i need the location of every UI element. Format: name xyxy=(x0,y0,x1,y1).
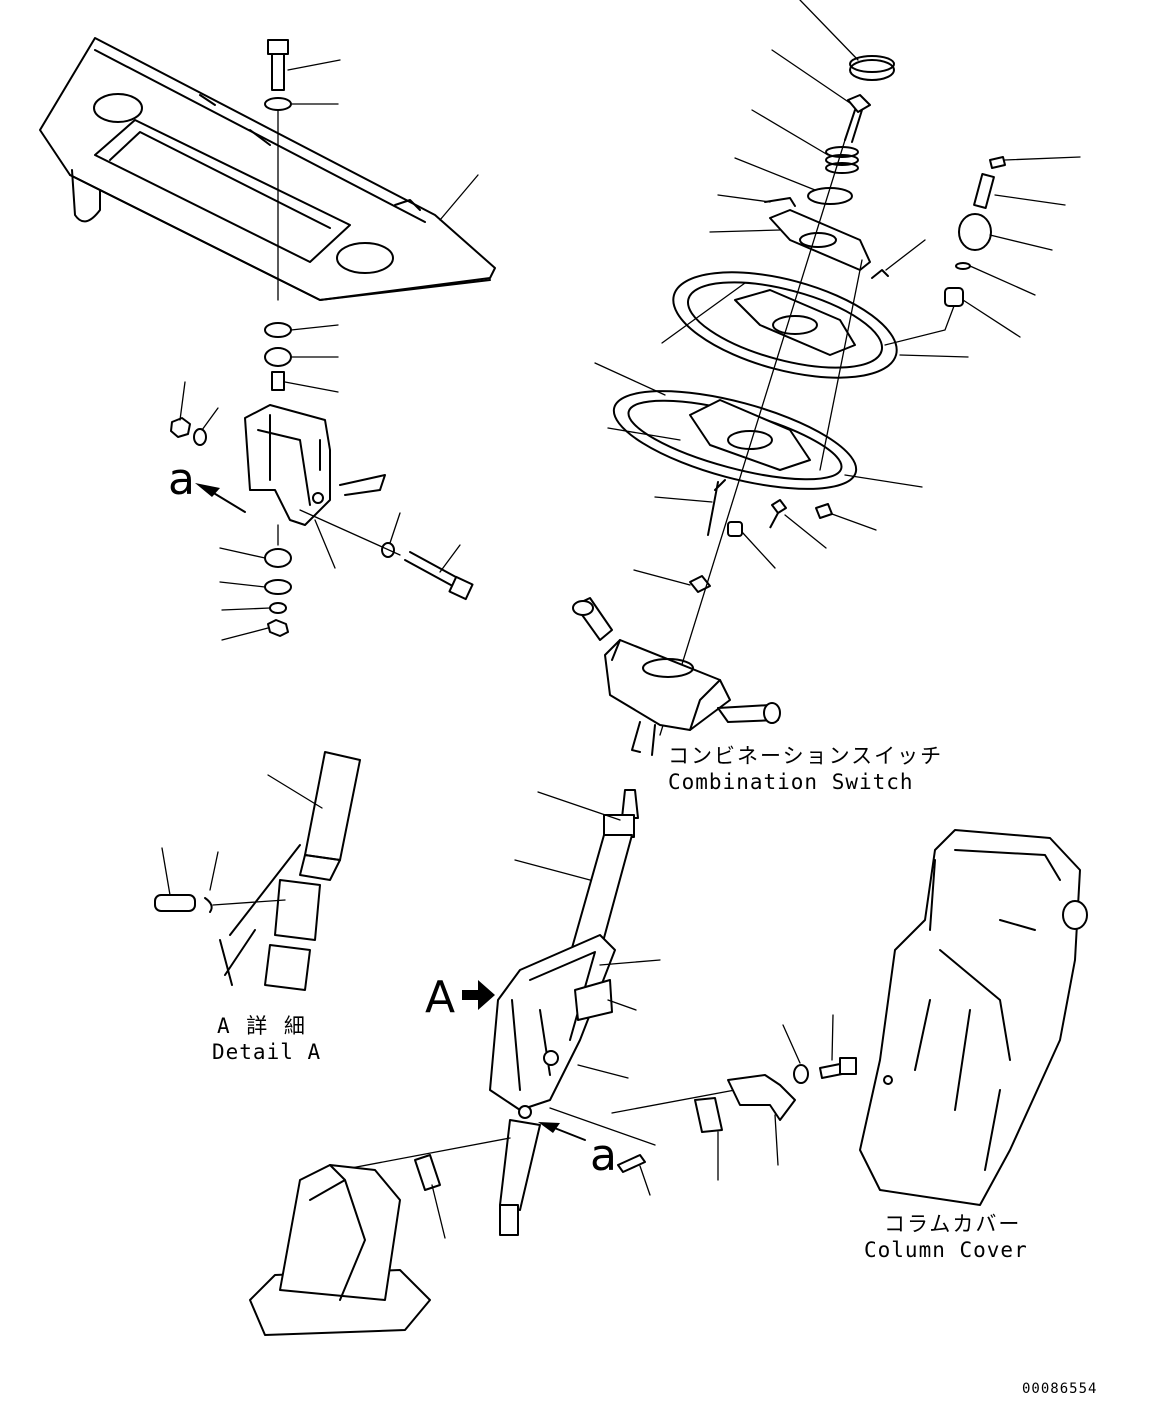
dash-panel-opening xyxy=(94,119,351,263)
nut-left xyxy=(170,417,191,438)
spinner-knob xyxy=(958,213,992,251)
column-clip-right xyxy=(694,1097,723,1133)
wheel-base-hub xyxy=(689,399,811,471)
upper-bolt-shank xyxy=(271,53,285,91)
detail-a-bolt xyxy=(154,894,196,912)
wheel-spacer xyxy=(727,521,743,537)
knob-cap xyxy=(989,156,1006,169)
retaining-clip xyxy=(764,197,796,207)
column-cover-plug xyxy=(1062,900,1088,930)
column-cover-label-jp: コラムカバー xyxy=(884,1212,1022,1236)
detail-a-universal-joint xyxy=(274,879,321,941)
dash-panel-assembly xyxy=(39,37,496,641)
view-arrow-a-lower-shaft xyxy=(551,1126,586,1141)
roll-pin xyxy=(707,479,726,536)
steering-wheel-assembly xyxy=(594,0,1081,736)
view-arrow-a-lower-head xyxy=(538,1122,560,1133)
spoke-cover xyxy=(769,209,871,271)
dash-panel-hole-right xyxy=(336,242,394,274)
tilt-lever-pivot xyxy=(543,1050,559,1066)
knob-bolt xyxy=(973,172,995,210)
combination-switch-body xyxy=(604,639,731,731)
combination-switch-assembly xyxy=(572,597,781,756)
column-pin-bolt xyxy=(617,1154,646,1173)
column-tilt-bracket xyxy=(489,934,616,1111)
horn-spring xyxy=(825,146,859,158)
column-cover xyxy=(859,829,1088,1206)
steering-wheel-hub xyxy=(734,289,856,356)
wheel-bolt xyxy=(769,499,787,529)
column-clamp-bracket xyxy=(727,1074,796,1121)
column-floor-base xyxy=(249,1154,446,1336)
column-bracket-parts xyxy=(694,1014,857,1181)
long-bolt-head xyxy=(448,575,474,601)
cover-clip xyxy=(871,269,889,279)
steering-column-assembly xyxy=(329,789,736,1236)
steering-nut xyxy=(689,575,711,593)
column-label-plate xyxy=(574,979,613,1021)
detail-a-label-en: Detail A xyxy=(212,1040,322,1064)
drawing-number: 00086554 xyxy=(1022,1381,1098,1397)
arrow-a-lower-label: a xyxy=(590,1130,617,1181)
detail-a xyxy=(154,751,361,991)
bracket-bolt-head xyxy=(839,1057,857,1075)
floor-base-clip xyxy=(414,1154,441,1191)
dash-panel-hole-left xyxy=(93,93,143,123)
lower-shaft-spline xyxy=(499,1204,519,1236)
column-cover-label-en: Column Cover xyxy=(864,1238,1028,1262)
collar-1 xyxy=(271,371,285,391)
column-shaft-top xyxy=(621,789,639,819)
view-arrow-a-main xyxy=(462,980,495,1010)
detail-a-clip xyxy=(204,897,213,913)
horn-cap xyxy=(849,59,895,81)
column-cover-body xyxy=(859,829,1081,1206)
combination-switch-label-en: Combination Switch xyxy=(668,770,914,794)
view-a-label: A xyxy=(425,972,456,1023)
view-arrow-a-upper-shaft xyxy=(211,491,246,513)
nut-lower xyxy=(267,619,289,637)
detail-a-label-jp: A 詳 細 xyxy=(217,1014,307,1038)
combination-switch-label-jp: コンビネーションスイッチ xyxy=(668,744,944,768)
lower-column-shaft xyxy=(499,1119,541,1211)
horn-contact xyxy=(844,94,871,143)
washer-left xyxy=(193,428,207,446)
bracket-washer xyxy=(793,1064,809,1084)
arrow-a-upper-label: a xyxy=(168,454,195,505)
floor-base-pedestal xyxy=(279,1164,401,1301)
detail-a-joint-yoke xyxy=(264,944,311,991)
